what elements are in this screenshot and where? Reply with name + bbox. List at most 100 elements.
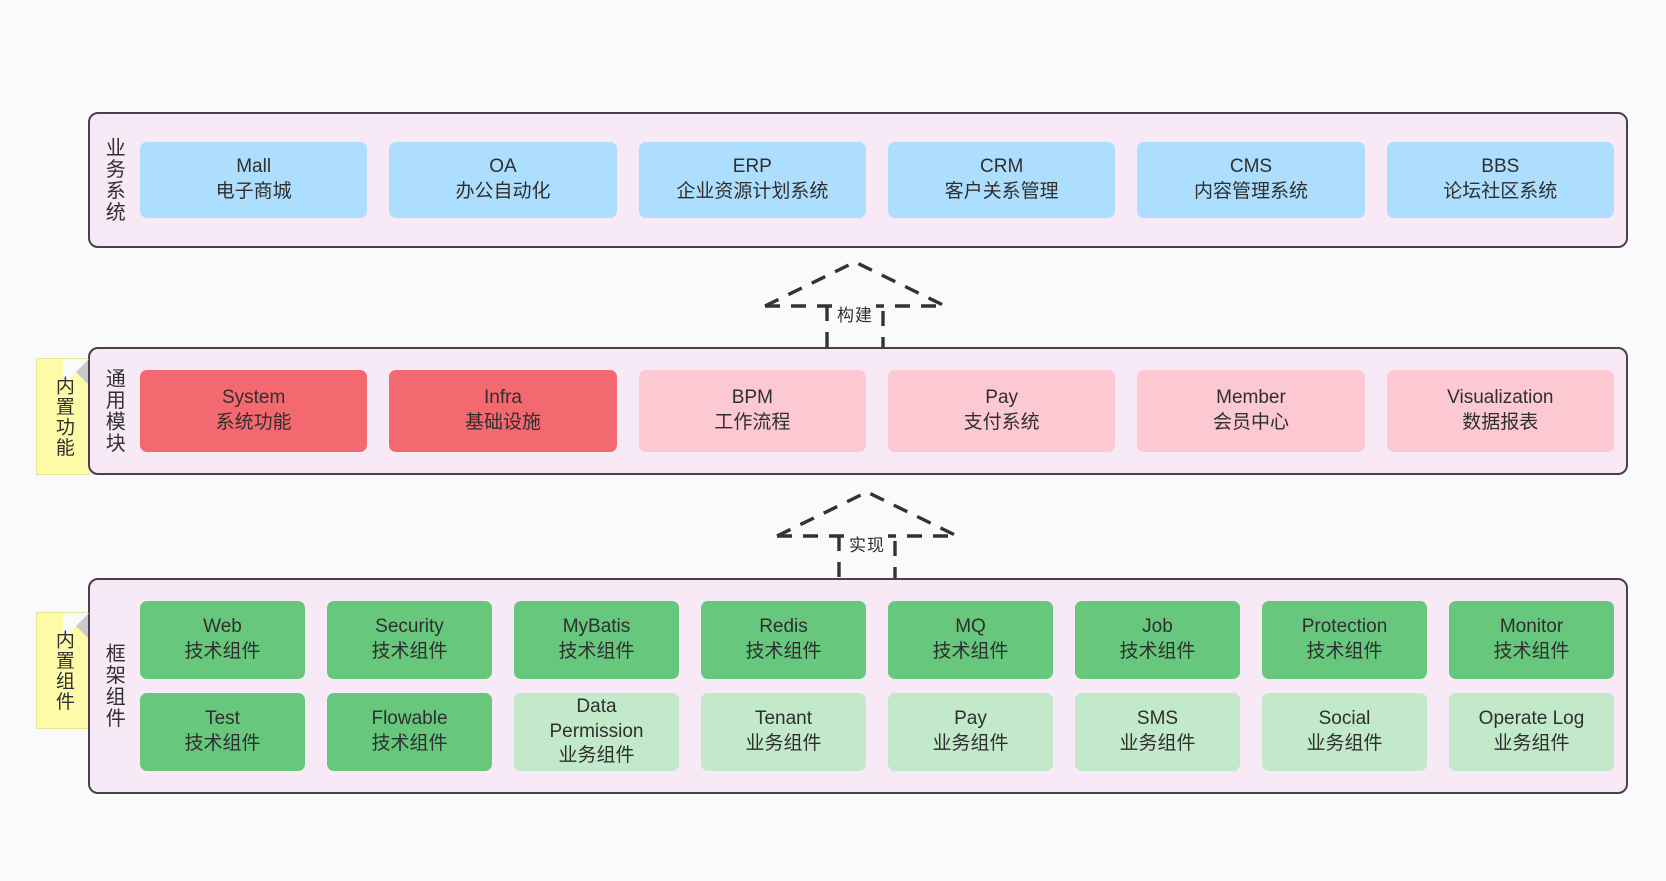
- cell: Job 技术组件: [1075, 601, 1240, 679]
- card-mybatis[interactable]: MyBatis 技术组件: [514, 601, 679, 679]
- card-infra[interactable]: Infra 基础设施: [389, 370, 617, 452]
- cell: Flowable 技术组件: [327, 693, 492, 771]
- card-data-permission[interactable]: Data Permission 业务组件: [514, 693, 679, 771]
- card-row: System 系统功能 Infra 基础设施 BPM 工作流程: [140, 370, 1614, 452]
- card-title-en: Infra: [483, 387, 522, 409]
- card-pay-module[interactable]: Pay 支付系统: [887, 370, 1116, 452]
- card-mall[interactable]: Mall 电子商城: [140, 142, 368, 218]
- card-title-en: Test: [205, 708, 240, 730]
- cell: SMS 业务组件: [1075, 693, 1240, 771]
- card-bpm[interactable]: BPM 工作流程: [638, 370, 866, 452]
- layer-body-common-module: System 系统功能 Infra 基础设施 BPM 工作流程: [136, 349, 1626, 473]
- card-title-cn: 会员中心: [1212, 412, 1289, 433]
- card-system[interactable]: System 系统功能: [140, 370, 368, 452]
- card-security[interactable]: Security 技术组件: [327, 601, 492, 679]
- card-oa[interactable]: OA 办公自动化: [389, 142, 617, 218]
- card-title-cn: 业务组件: [1119, 733, 1196, 754]
- card-title-cn: 办公自动化: [455, 181, 551, 202]
- cell: OA 办公自动化: [389, 142, 617, 218]
- card-title-cn: 技术组件: [184, 733, 261, 754]
- card-redis[interactable]: Redis 技术组件: [701, 601, 866, 679]
- card-title-cn: 技术组件: [932, 641, 1009, 662]
- card-mq[interactable]: MQ 技术组件: [888, 601, 1053, 679]
- cell: BBS 论坛社区系统: [1386, 142, 1614, 218]
- cell: BPM 工作流程: [638, 370, 866, 452]
- card-title-en: MQ: [955, 616, 986, 638]
- card-title-cn: 技术组件: [184, 641, 261, 662]
- cell: ERP 企业资源计划系统: [638, 142, 866, 218]
- layer-body-framework-component: Web 技术组件 Security 技术组件 MyBatis 技术组件: [136, 580, 1626, 792]
- card-tenant[interactable]: Tenant 业务组件: [701, 693, 866, 771]
- card-title-en: BBS: [1481, 156, 1520, 178]
- cell: System 系统功能: [140, 370, 368, 452]
- card-title-cn: 技术组件: [558, 641, 635, 662]
- card-title-cn: 客户关系管理: [944, 181, 1059, 202]
- card-title-cn: 工作流程: [714, 412, 791, 433]
- note-builtin-component-label: 内置组件: [52, 629, 74, 712]
- card-social[interactable]: Social 业务组件: [1262, 693, 1427, 771]
- cell: Pay 支付系统: [887, 370, 1116, 452]
- connector-implement-label: 实现: [846, 531, 888, 556]
- cell: Member 会员中心: [1137, 370, 1365, 452]
- card-title-cn: 支付系统: [963, 412, 1040, 433]
- card-title-cn: 电子商城: [215, 181, 292, 202]
- card-title-cn: 技术组件: [745, 641, 822, 662]
- card-title-en: Data Permission: [549, 695, 644, 742]
- card-title-cn: 技术组件: [371, 641, 448, 662]
- card-web[interactable]: Web 技术组件: [140, 601, 305, 679]
- card-title-cn: 业务组件: [1493, 733, 1570, 754]
- card-member[interactable]: Member 会员中心: [1137, 370, 1365, 452]
- cell: Mall 电子商城: [140, 142, 368, 218]
- card-title-en: Tenant: [754, 708, 813, 730]
- card-title-en: Social: [1318, 708, 1371, 730]
- card-title-cn: 业务组件: [932, 733, 1009, 754]
- card-job[interactable]: Job 技术组件: [1075, 601, 1240, 679]
- card-title-en: Web: [203, 616, 242, 638]
- card-title-en: SMS: [1136, 708, 1179, 730]
- card-title-en: Security: [375, 616, 444, 638]
- card-title-cn: 业务组件: [745, 733, 822, 754]
- card-flowable[interactable]: Flowable 技术组件: [327, 693, 492, 771]
- card-title-en: OA: [489, 156, 517, 178]
- cell: Redis 技术组件: [701, 601, 866, 679]
- card-title-cn: 内容管理系统: [1193, 181, 1308, 202]
- card-row: Mall 电子商城 OA 办公自动化 ERP 企业资源计划系统: [140, 142, 1614, 218]
- cell: Social 业务组件: [1262, 693, 1427, 771]
- card-row-business: Test 技术组件 Flowable 技术组件 Data Permission …: [140, 693, 1614, 771]
- card-pay-component[interactable]: Pay 业务组件: [888, 693, 1053, 771]
- card-title-en: Mall: [236, 156, 272, 178]
- layer-framework-component: 框架组件 Web 技术组件 Security 技术组件: [88, 578, 1628, 794]
- card-title-cn: 业务组件: [558, 745, 635, 767]
- card-title-en: Redis: [759, 616, 808, 638]
- card-title-en: Visualization: [1447, 387, 1554, 409]
- card-title-en: CMS: [1229, 156, 1273, 178]
- cell: Operate Log 业务组件: [1449, 693, 1614, 771]
- cell: Pay 业务组件: [888, 693, 1053, 771]
- layer-title-common-module: 通用模块: [102, 368, 125, 454]
- card-title-cn: 基础设施: [464, 412, 541, 433]
- card-crm[interactable]: CRM 客户关系管理: [887, 142, 1116, 218]
- card-bbs[interactable]: BBS 论坛社区系统: [1386, 142, 1614, 218]
- card-title-cn: 技术组件: [1119, 641, 1196, 662]
- card-title-en: MyBatis: [562, 616, 631, 638]
- cell: Data Permission 业务组件: [514, 693, 679, 771]
- card-operate-log[interactable]: Operate Log 业务组件: [1449, 693, 1614, 771]
- card-title-en: Monitor: [1499, 616, 1564, 638]
- card-title-en: ERP: [732, 156, 772, 178]
- card-title-en: Protection: [1301, 616, 1388, 638]
- card-cms[interactable]: CMS 内容管理系统: [1137, 142, 1365, 218]
- card-title-cn: 系统功能: [215, 412, 292, 433]
- cell: Protection 技术组件: [1262, 601, 1427, 679]
- note-builtin-function-label: 内置功能: [52, 375, 74, 458]
- layer-common-module: 通用模块 System 系统功能 Infra 基础设施: [88, 347, 1628, 475]
- card-monitor[interactable]: Monitor 技术组件: [1449, 601, 1614, 679]
- card-erp[interactable]: ERP 企业资源计划系统: [638, 142, 866, 218]
- connector-build: 构建: [760, 258, 950, 356]
- card-title-en: Pay: [954, 708, 987, 730]
- card-test[interactable]: Test 技术组件: [140, 693, 305, 771]
- card-protection[interactable]: Protection 技术组件: [1262, 601, 1427, 679]
- note-builtin-function: 内置功能: [36, 358, 90, 475]
- card-sms[interactable]: SMS 业务组件: [1075, 693, 1240, 771]
- card-visualization[interactable]: Visualization 数据报表: [1386, 370, 1614, 452]
- card-title-en: Member: [1216, 387, 1286, 409]
